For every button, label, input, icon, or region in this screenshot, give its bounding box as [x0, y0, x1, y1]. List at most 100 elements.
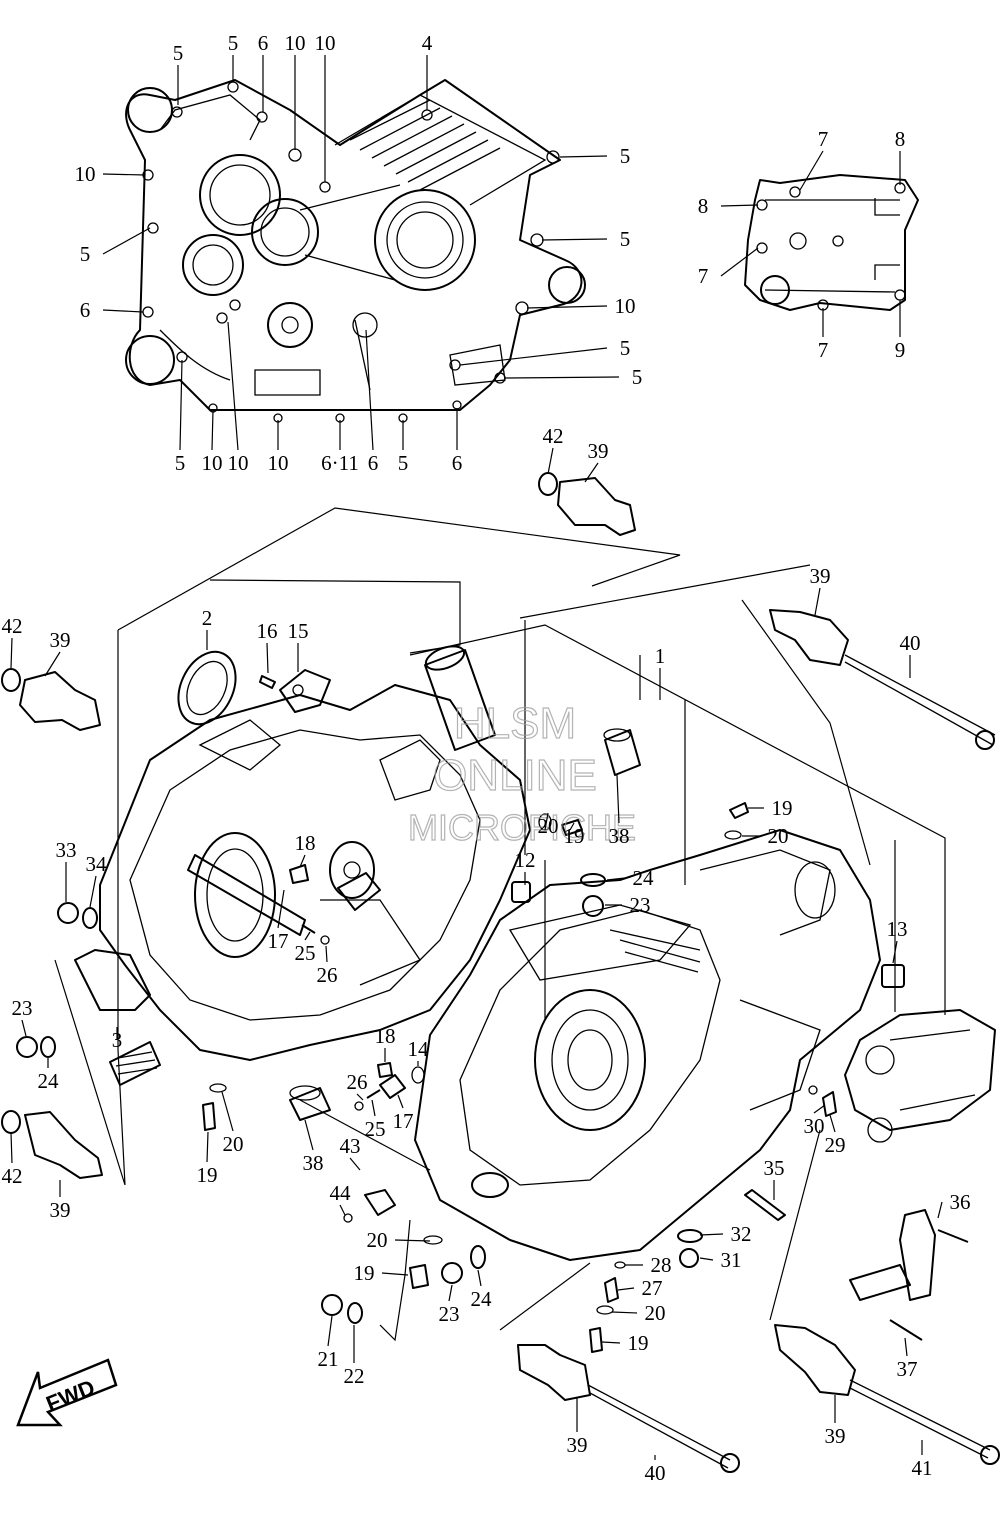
leader-line: [617, 1287, 635, 1291]
part-dowel-38c: [289, 1085, 331, 1121]
callout-main-24: 26: [317, 963, 338, 987]
callout-top-view-11: 10: [228, 451, 249, 475]
callout-main-38: 20: [367, 1228, 388, 1252]
leader-line: [102, 227, 151, 255]
callout-main-44: 42: [2, 1164, 23, 1188]
leader-line: [304, 931, 311, 941]
leader-line: [504, 376, 620, 379]
callout-main-52: 27: [642, 1276, 663, 1300]
callout-top-view-10: 10: [202, 451, 223, 475]
leader-line: [325, 945, 328, 963]
leader-line: [584, 462, 599, 483]
part-gasket-15: [279, 669, 331, 713]
mount-39-left-upper: [19, 671, 101, 731]
watermark-line2: ONLINE: [433, 751, 597, 800]
exploded-view-frame: [54, 507, 946, 1342]
callout-cover-1: 8: [895, 127, 906, 151]
leader-line: [814, 587, 821, 616]
part-filter-3: [109, 1041, 161, 1086]
part-bolt-16: [259, 675, 276, 689]
callout-main-31: 25: [365, 1117, 386, 1141]
callout-main-15: 38: [609, 824, 630, 848]
callout-main-23: 25: [295, 941, 316, 965]
part-dowel-38b: [603, 728, 641, 776]
callout-main-25: 23: [12, 996, 33, 1020]
leader-line: [89, 875, 97, 908]
callout-main-11: 19: [772, 796, 793, 820]
callout-main-48: 35: [764, 1156, 785, 1180]
callout-main-29: 14: [408, 1037, 430, 1061]
callout-main-55: 36: [950, 1190, 971, 1214]
leader-line: [611, 1311, 638, 1314]
leader-line: [44, 651, 61, 677]
callout-main-19: 33: [56, 838, 77, 862]
callout-main-39: 19: [354, 1261, 375, 1285]
callout-main-57: 39: [567, 1433, 588, 1457]
leader-line: [448, 1284, 453, 1302]
callout-main-9: 1: [655, 644, 666, 668]
part-dowel-38a: [424, 645, 496, 751]
callout-main-4: 42: [2, 614, 23, 638]
callout-main-59: 39: [825, 1424, 846, 1448]
leader-line: [606, 877, 626, 881]
part-tensioner-36-37: [849, 1209, 969, 1341]
callout-top-view-18: 5: [620, 227, 631, 251]
callout-main-36: 43: [340, 1134, 361, 1158]
leader-line: [299, 854, 306, 868]
callout-main-51: 28: [651, 1253, 672, 1277]
leader-line: [544, 812, 549, 831]
callout-main-46: 30: [804, 1114, 825, 1138]
leader-line: [349, 1157, 361, 1171]
callout-main-53: 20: [645, 1301, 666, 1325]
watermark-line1: HLSM: [454, 699, 576, 748]
callout-main-16: 24: [633, 866, 655, 890]
part-seal-2: [177, 650, 237, 726]
callout-cover-0: 7: [818, 127, 829, 151]
callout-top-view-15: 5: [398, 451, 409, 475]
leader-line: [371, 1099, 376, 1117]
callout-main-27: 3: [112, 1028, 123, 1052]
leader-line: [829, 1114, 836, 1133]
callout-cover-4: 7: [818, 338, 829, 362]
leader-line: [569, 822, 575, 831]
small-parts: [1, 472, 1000, 1473]
callout-main-2: 39: [810, 564, 831, 588]
callout-main-13: 20: [538, 814, 559, 838]
leader-line: [221, 1091, 234, 1132]
leader-line: [365, 329, 374, 451]
leader-line: [813, 1104, 826, 1114]
leader-line: [799, 150, 824, 191]
leader-line: [10, 637, 13, 669]
callout-top-view-20: 5: [620, 336, 631, 360]
callout-top-view-17: 5: [620, 144, 631, 168]
leader-line: [339, 1204, 346, 1216]
leader-line: [277, 889, 285, 929]
mount-39-lower-right: [774, 1324, 1000, 1465]
callout-main-37: 44: [330, 1181, 352, 1205]
leader-line: [904, 1337, 908, 1357]
callout-main-22: 17: [268, 929, 289, 953]
callout-main-41: 24: [471, 1287, 493, 1311]
leader-line: [937, 1201, 943, 1219]
leader-line: [394, 1239, 431, 1242]
callout-top-view-4: 10: [315, 31, 336, 55]
callout-main-56: 37: [897, 1357, 918, 1381]
mount-39-upper: [557, 477, 636, 536]
leader-line: [699, 1233, 724, 1236]
callout-main-35: 38: [303, 1151, 324, 1175]
leader-line: [381, 1272, 409, 1276]
leader-line: [720, 204, 759, 207]
callout-cover-2: 8: [698, 194, 709, 218]
callout-cover-3: 7: [698, 264, 709, 288]
leader-line: [699, 1257, 714, 1261]
leader-line: [892, 940, 898, 964]
callout-main-1: 39: [588, 439, 609, 463]
callout-top-view-5: 4: [422, 31, 433, 55]
leader-line: [21, 1019, 27, 1037]
callout-top-view-2: 6: [258, 31, 269, 55]
callout-main-20: 34: [86, 852, 108, 876]
leader-line: [227, 321, 239, 451]
leader-line: [559, 155, 608, 158]
crankcase-cover: [744, 174, 919, 311]
